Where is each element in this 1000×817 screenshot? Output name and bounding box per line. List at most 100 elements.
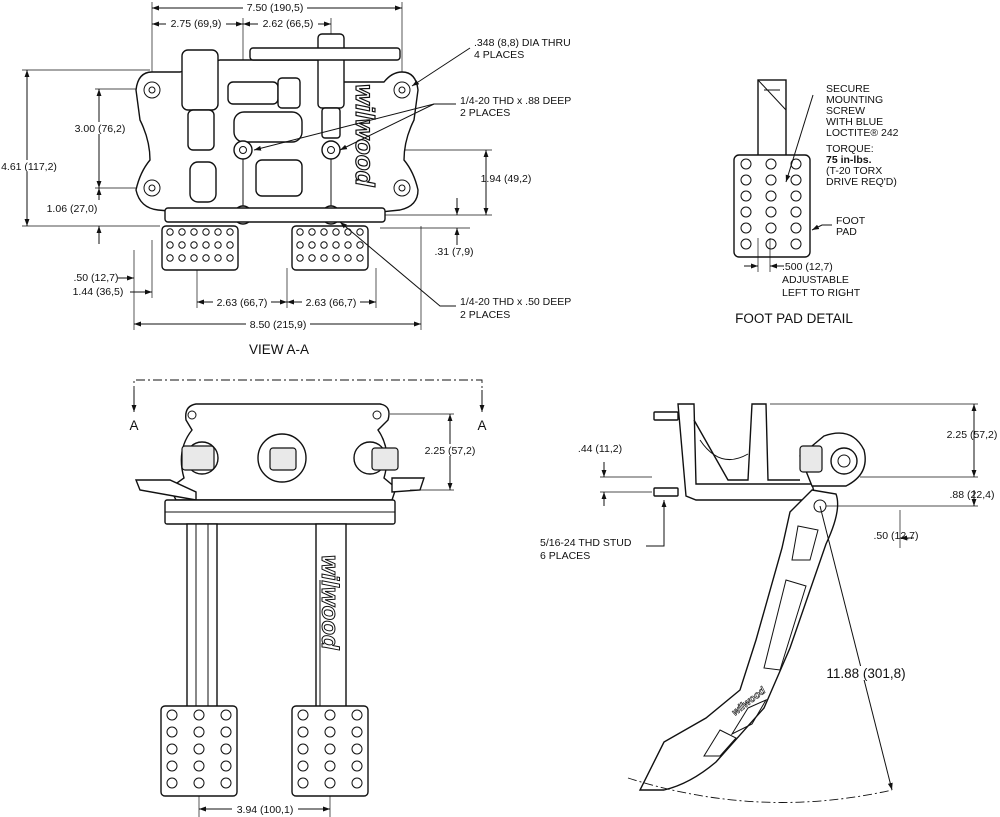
center-offset-dim: 2.62 (66,5) (263, 18, 314, 30)
pad-hole (790, 222, 802, 234)
pad-hole (193, 726, 205, 738)
pivot-height-dim: 1.94 (49,2) (481, 173, 532, 185)
torque-note-4: DRIVE REQ'D) (826, 176, 897, 188)
pad-hole (202, 228, 210, 236)
pad-hole (324, 709, 336, 721)
pad-hole (351, 709, 363, 721)
foot-pad-detail-body (733, 154, 811, 258)
pad-hole (790, 206, 802, 218)
dia-thru-note-2: 4 PLACES (474, 49, 524, 61)
pivot-boss (321, 140, 341, 160)
pad-hole (790, 238, 802, 250)
thd-50-note-1: 1/4-20 THD x .50 DEEP (460, 296, 571, 308)
pad-hole (166, 777, 178, 789)
pad-hole (178, 241, 186, 249)
stud-offset-dim: .44 (11,2) (578, 443, 622, 455)
pad-spacing-dim: 3.94 (100,1) (237, 804, 294, 816)
pad-hole (320, 228, 328, 236)
pad-hole (166, 254, 174, 262)
mount-hole (143, 179, 161, 197)
lower-offset-dim: 1.06 (27,0) (47, 203, 98, 215)
overall-height-dim: 4.61 (117,2) (1, 161, 57, 173)
pad-hole (193, 760, 205, 772)
secure-note-4: WITH BLUE (826, 116, 883, 128)
pad-hole (740, 222, 752, 234)
pad-hole (296, 241, 304, 249)
pad-hole (308, 241, 316, 249)
pad-hole (790, 190, 802, 202)
adjust-note-1: .500 (12,7) (782, 261, 833, 273)
pad-hole (332, 241, 340, 249)
pad-hole (324, 726, 336, 738)
torque-note-1: TORQUE: (826, 143, 874, 155)
pad-hole (214, 241, 222, 249)
pad-hole (297, 777, 309, 789)
secure-note-3: SCREW (826, 105, 865, 117)
pivot-x-dim: .50 (12,7) (874, 530, 919, 542)
pad-hole (166, 743, 178, 755)
pad-hole (308, 228, 316, 236)
pad-hole (344, 254, 352, 262)
pad-hole (308, 254, 316, 262)
foot-pad-right (291, 225, 369, 271)
pad-hole (193, 709, 205, 721)
brand-logo: wilwood (350, 84, 380, 188)
pivot-shaft (164, 207, 386, 223)
pad-edge-dim: .50 (12,7) (74, 272, 119, 284)
pad-hole (356, 241, 364, 249)
view-aa-caption: VIEW A-A (249, 342, 309, 357)
pedal-spacing-right-dim: 2.63 (66,7) (306, 297, 357, 309)
stud-note-2: 6 PLACES (540, 550, 590, 562)
pad-hole (202, 241, 210, 249)
pad-hole (190, 254, 198, 262)
pad-hole (351, 760, 363, 772)
thd-50-note-2: 2 PLACES (460, 309, 510, 321)
pad-hole (765, 190, 777, 202)
pedal-arm-left (186, 523, 218, 709)
pad-hole (765, 206, 777, 218)
pad-hole (324, 777, 336, 789)
pad-hole (214, 228, 222, 236)
foot-pad-detail-caption: FOOT PAD DETAIL (735, 311, 853, 326)
pad-hole (220, 709, 232, 721)
pad-hole (166, 709, 178, 721)
pad-hole (297, 726, 309, 738)
pad-hole (324, 760, 336, 772)
pad-hole (297, 760, 309, 772)
pedal-arm-detail (757, 79, 787, 157)
mount-height-dim: 3.00 (76,2) (75, 123, 126, 135)
foot-pad-detail: SECURE MOUNTING SCREW WITH BLUE LOCTITE®… (733, 79, 899, 326)
pad-hole (790, 158, 802, 170)
dia-thru-note-1: .348 (8,8) DIA THRU (474, 37, 571, 49)
pad-hole (351, 777, 363, 789)
master-cylinder-left (181, 49, 219, 111)
front-height-dim: 2.25 (57,2) (425, 445, 476, 457)
lower-stud (653, 487, 679, 497)
mount-hole (143, 81, 161, 99)
pad-hole (332, 228, 340, 236)
pad-hole (740, 238, 752, 250)
side-height-dim: 2.25 (57,2) (947, 429, 998, 441)
pad-hole (344, 241, 352, 249)
pad-hole (740, 206, 752, 218)
foot-pad-note-1: FOOT (836, 215, 866, 227)
pad-hole (356, 254, 364, 262)
left-bracket (134, 479, 197, 501)
secure-note-5: LOCTITE® 242 (826, 127, 899, 139)
pad-hole (226, 228, 234, 236)
pad-hole (356, 228, 364, 236)
left-offset-dim: 2.75 (69,9) (171, 18, 222, 30)
foot-pad-note-2: PAD (836, 226, 857, 238)
thd-88-note-1: 1/4-20 THD x .88 DEEP (460, 95, 571, 107)
section-label-right: A (477, 418, 486, 433)
pad-hole (166, 760, 178, 772)
pad-hole (190, 228, 198, 236)
pad-hole (220, 777, 232, 789)
balance-bar (249, 47, 401, 61)
pad-hole (202, 254, 210, 262)
pad-hole (178, 254, 186, 262)
pad-hole (740, 190, 752, 202)
pad-hole (166, 726, 178, 738)
adjust-note-2: ADJUSTABLE (782, 274, 849, 286)
